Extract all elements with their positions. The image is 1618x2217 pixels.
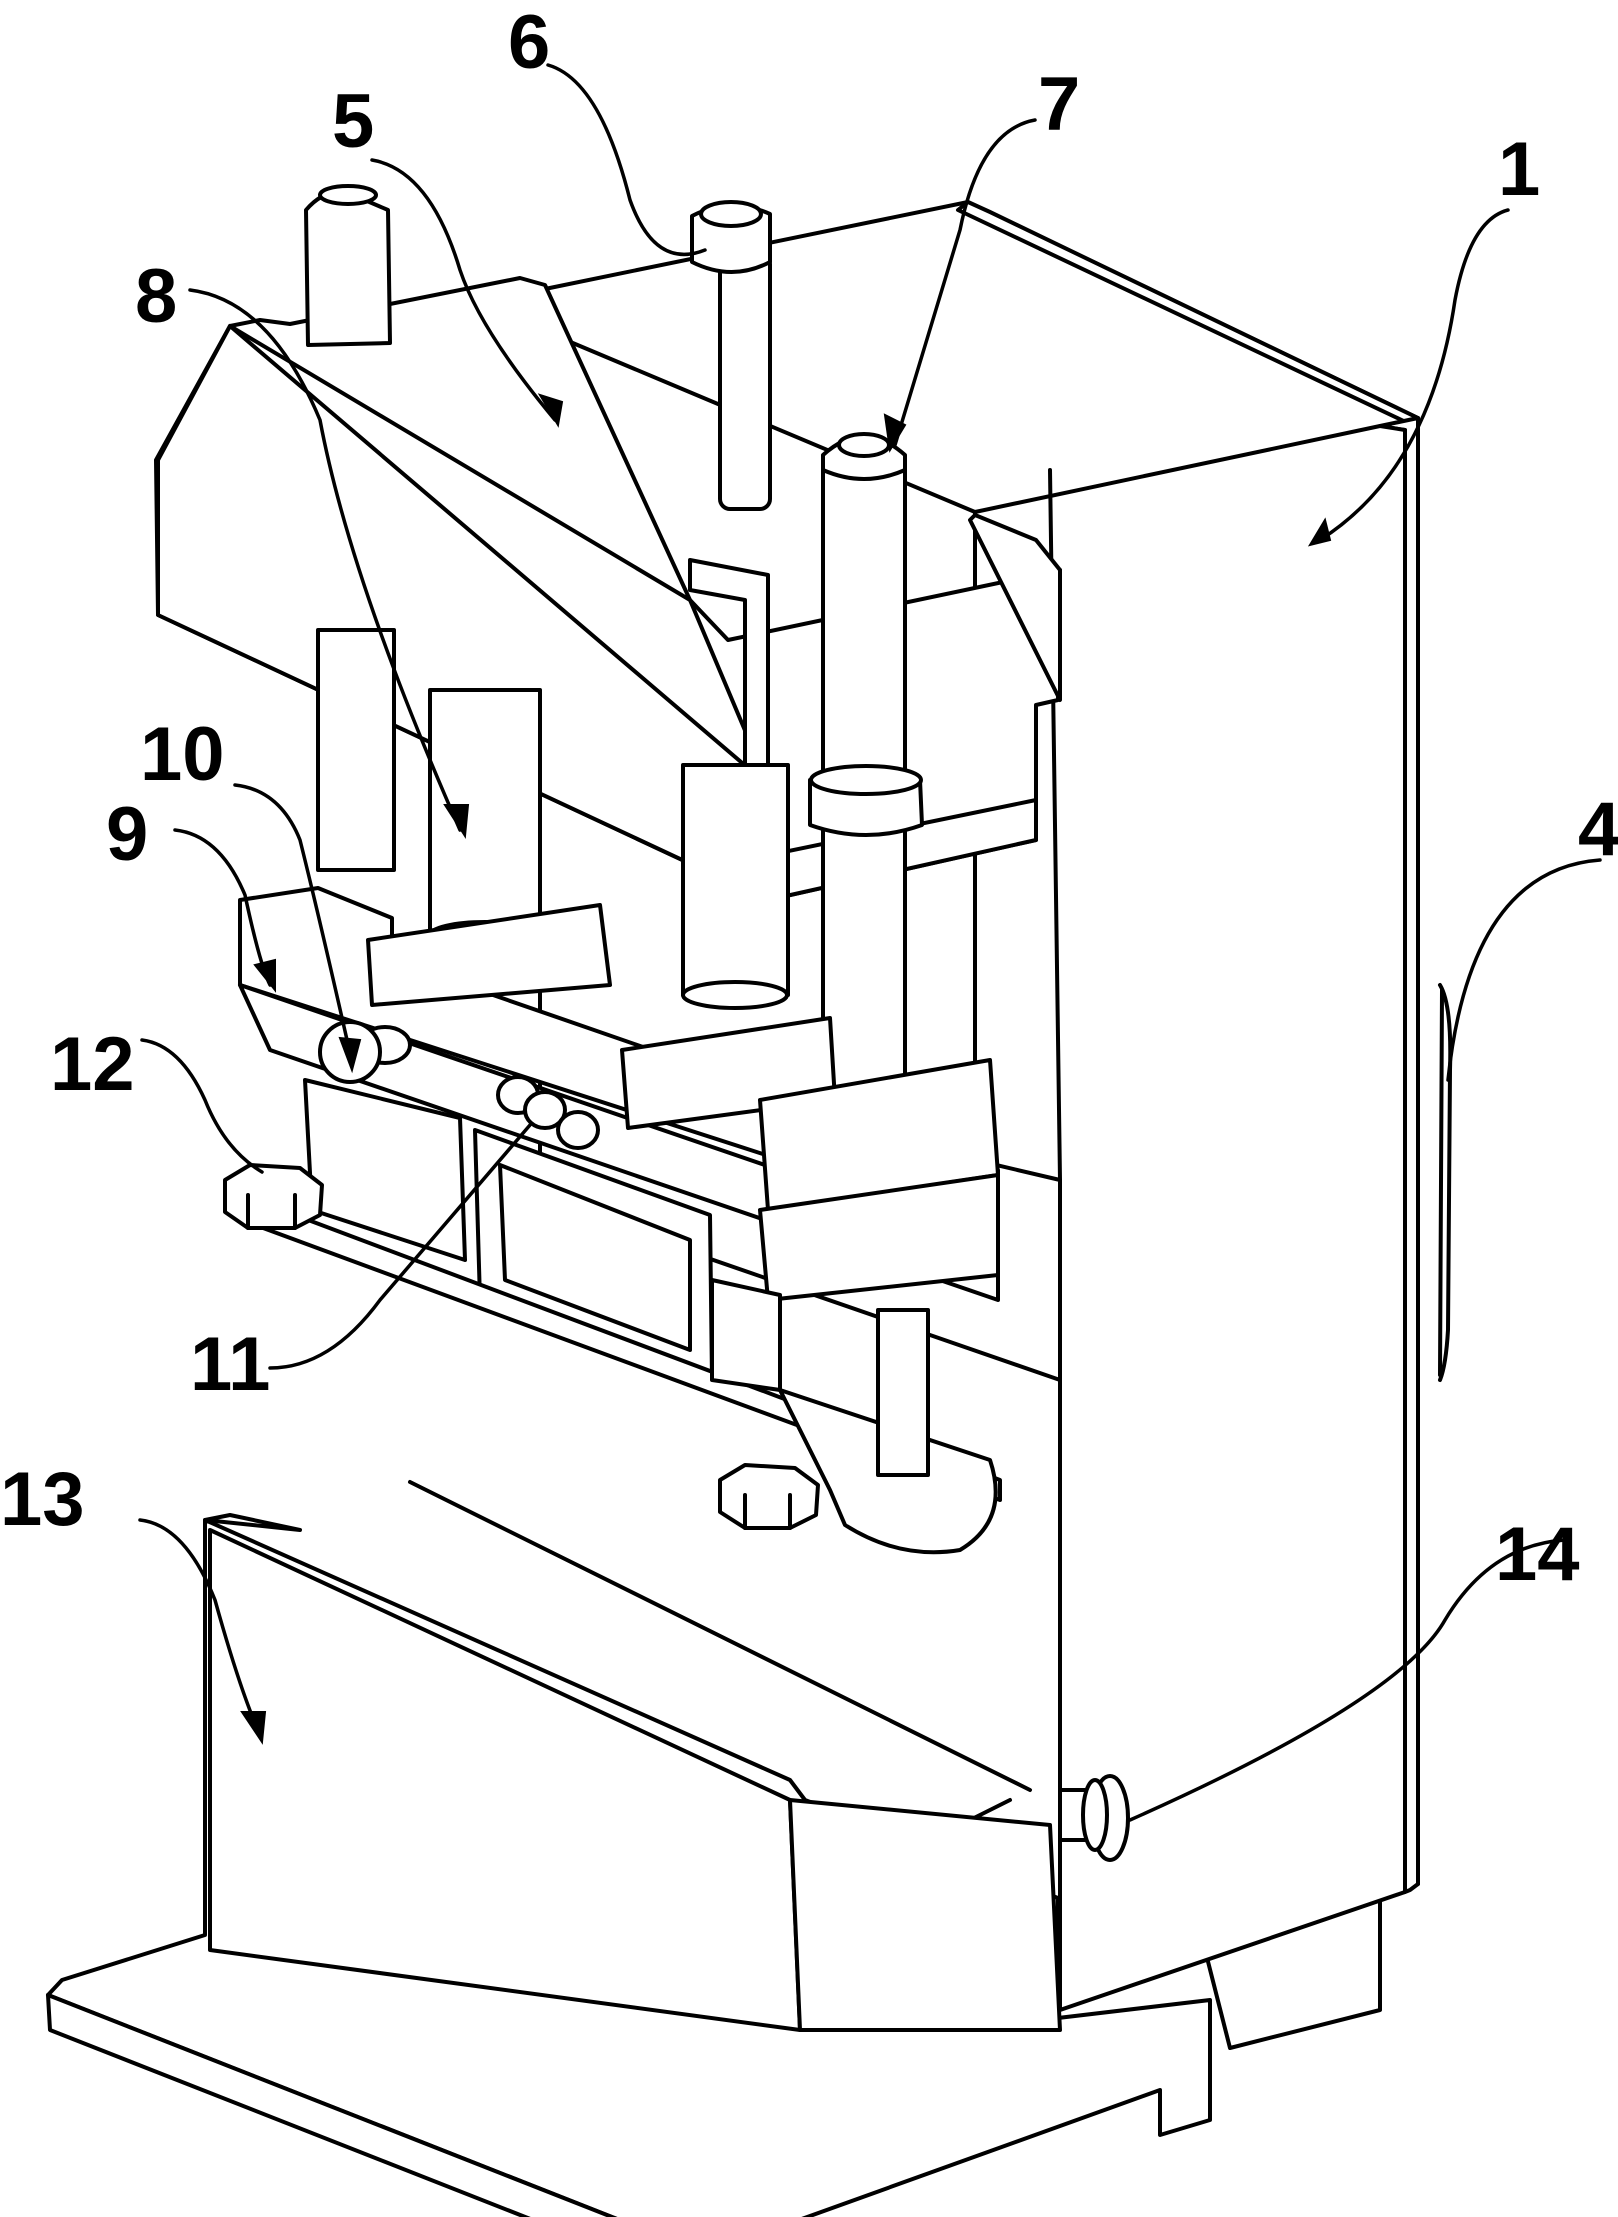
label-4: 4 [1578, 787, 1618, 872]
reference-numerals: 1 4 5 6 7 8 9 10 11 12 13 14 [0, 0, 1618, 1597]
label-14: 14 [1495, 1512, 1580, 1597]
lower-die-13 [46, 1480, 1212, 2217]
label-1: 1 [1498, 127, 1540, 212]
guide-post-7 [808, 432, 924, 1142]
label-5: 5 [332, 79, 374, 164]
label-12: 12 [50, 1022, 135, 1107]
label-8: 8 [135, 254, 177, 339]
slide-plate-9 [238, 886, 1000, 1302]
label-6: 6 [508, 0, 550, 85]
label-7: 7 [1038, 62, 1080, 147]
blade-holder [253, 1078, 1002, 1555]
leader-lines [138, 63, 1602, 1822]
bolts-11 [496, 1075, 600, 1150]
pin-6 [690, 200, 772, 511]
label-10: 10 [140, 712, 225, 797]
label-11: 11 [190, 1322, 270, 1407]
clamp-screw-14 [1058, 1774, 1130, 1862]
label-13: 13 [0, 1457, 85, 1542]
hex-nut-12 [223, 1163, 820, 1530]
label-9: 9 [106, 792, 148, 877]
guide-post-left [304, 184, 392, 347]
side-plate [1438, 983, 1453, 1382]
